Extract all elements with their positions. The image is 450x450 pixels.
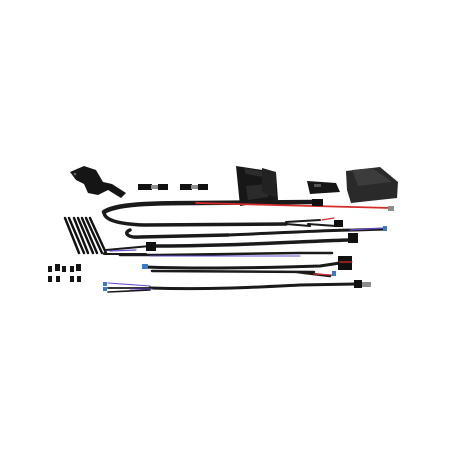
small-bracket — [307, 181, 340, 194]
harness-3 — [103, 233, 358, 257]
small-connector-2 — [180, 184, 208, 190]
large-plate — [346, 167, 398, 203]
zip-ties — [63, 216, 108, 255]
left-bracket — [70, 166, 126, 198]
hardware-pieces — [48, 264, 81, 282]
harness-4 — [142, 256, 353, 278]
small-connector-1 — [138, 184, 168, 190]
harness-2 — [125, 226, 387, 239]
mounting-box — [236, 166, 278, 206]
harness-1 — [101, 199, 394, 227]
harness-5 — [103, 280, 371, 293]
